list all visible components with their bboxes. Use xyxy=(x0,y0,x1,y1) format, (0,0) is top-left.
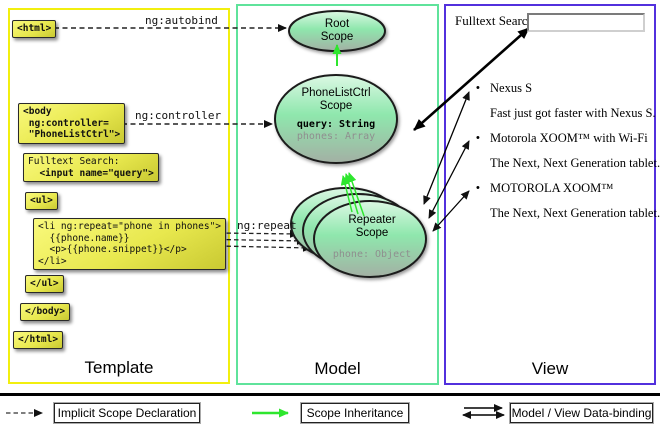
code-ul-close: </ul> xyxy=(25,275,64,293)
code-html-close: </html> xyxy=(13,331,64,349)
view-item-snippet: The Next, Next Generation tablet. xyxy=(490,156,660,170)
view-item-snippet: Fast just got faster with Nexus S. xyxy=(490,106,656,120)
phonelistctrl-prop-phones: phones: Array xyxy=(296,131,376,142)
legend-model-view-binding: Model / View Data-binding xyxy=(510,403,653,423)
code-body-close: </body> xyxy=(20,303,71,321)
code-ul-open: <ul> xyxy=(25,192,58,210)
view-item-snippet: The Next, Next Generation tablet. xyxy=(490,206,660,220)
legend-separator xyxy=(0,393,660,396)
code-fulltext-input: Fulltext Search: <input name="query"> xyxy=(23,153,159,182)
view-item-name: MOTOROLA XOOM™ xyxy=(490,181,614,195)
bullet-icon: • xyxy=(476,82,480,94)
ng-repeat-label: ng:repeat xyxy=(237,219,297,232)
root-scope-title: Root Scope xyxy=(320,18,354,43)
model-column: Model xyxy=(236,4,439,385)
phonelistctrl-prop-query: query: String xyxy=(296,119,376,130)
legend-implicit-scope: Implicit Scope Declaration xyxy=(54,403,200,423)
view-column-title: View xyxy=(531,359,569,378)
ng-controller-label: ng:controller xyxy=(135,109,222,122)
repeater-prop-phone: phone: Object xyxy=(332,249,412,260)
code-html-open: <html> xyxy=(12,20,57,38)
bullet-icon: • xyxy=(476,132,480,144)
template-column-title: Template xyxy=(84,358,154,377)
code-li-repeat: <li ng:repeat="phone in phones"> {{phone… xyxy=(33,218,227,270)
model-column-title: Model xyxy=(314,359,361,378)
legend-scope-inheritance: Scope Inheritance xyxy=(301,403,409,423)
bullet-icon: • xyxy=(476,182,480,194)
view-search-label: Fulltext Search: xyxy=(455,13,538,28)
code-body-open: <body ng:controller= "PhoneListCtrl"> xyxy=(18,103,126,144)
view-item-name: Motorola XOOM™ with Wi-Fi xyxy=(490,131,648,145)
ng-autobind-label: ng:autobind xyxy=(145,14,218,27)
view-item-name: Nexus S xyxy=(490,81,533,95)
phonelistctrl-scope-title: PhoneListCtrl Scope xyxy=(301,87,371,112)
repeater-scope-title: Repeater Scope xyxy=(348,214,396,239)
fulltext-search-input[interactable] xyxy=(527,13,645,32)
